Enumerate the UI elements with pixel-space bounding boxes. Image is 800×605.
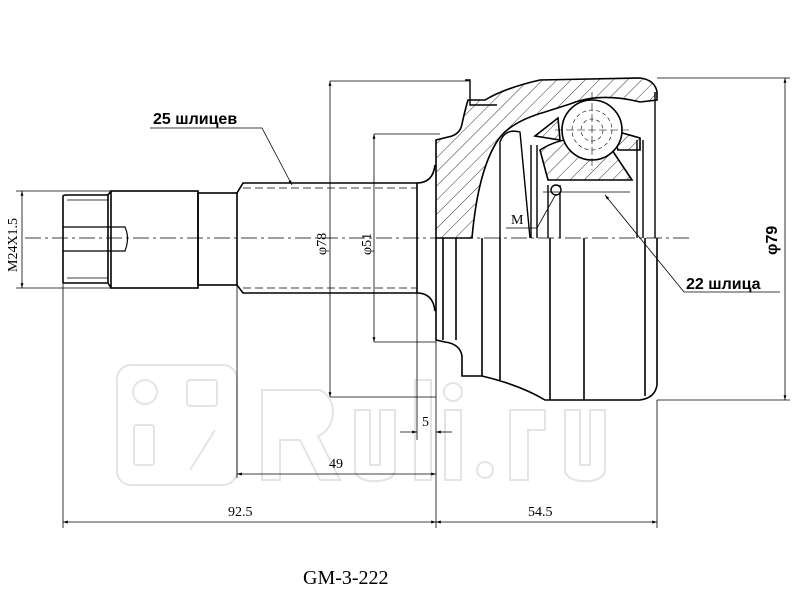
diameter-51-label: φ51 [360,233,375,255]
diameter-78-label: φ78 [315,233,330,255]
outer-housing-section [435,77,658,239]
length-5-label: 5 [422,415,429,430]
outer-splines-label: 25 шлицев [153,111,237,128]
length-54-5-label: 54.5 [528,505,553,520]
thread-dimension: M24X1.5 [6,218,21,272]
threaded-end [62,190,238,289]
length-92-5-label: 92.5 [228,505,253,520]
inner-splines-label: 22 шлица [686,276,761,293]
watermark [116,364,606,486]
length-49-label: 49 [329,457,343,472]
ball-bearing [555,92,630,170]
marker-label: M [511,213,524,228]
inner-race [499,92,656,239]
outer-housing-lower [435,238,658,401]
diameter-79-label: φ79 [764,226,781,255]
dimension-lines [16,77,790,528]
part-number: GM-3-222 [303,567,389,589]
